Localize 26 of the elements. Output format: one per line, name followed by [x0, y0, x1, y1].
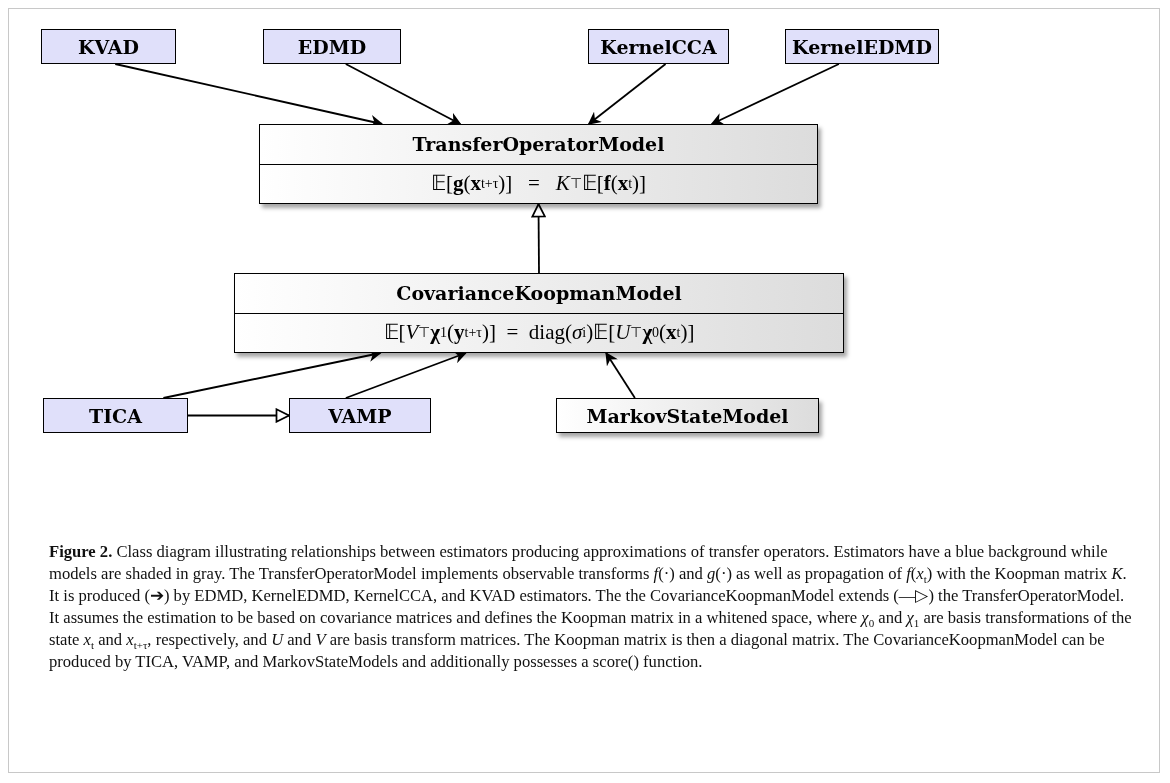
arrow — [344, 351, 467, 399]
arrow — [531, 203, 546, 274]
class-box — [785, 29, 939, 64]
arrow — [344, 63, 462, 125]
class-box — [588, 29, 729, 64]
class-box — [41, 29, 176, 64]
figure-caption: Figure 2. Class diagram illustrating relationships between estimators producing approximations of transfer operators. Estimators have a blue background while models are shaded in gray. The TransferOperatorModel implements observable transforms f(·) and g(·) as well as propagation of f(x$_{t}$) with the Koopman matrix K. It is produced (➔) by EDMD, KernelEDMD, KernelCCA, and KVAD estimators. The the CovarianceKoopmanModel extends (—▷) the TransferOperatorModel. It assumes the estimation to be based on covariance matrices and defines the Koopman matrix in a whitened space, where χ$_{0}$ and χ$_{1}$ are basis transformations of the state x$_{t}$ and x$_{t+τ}$, respectively, and U and V are basis transform matrices. The Koopman matrix is then a diagonal matrix. The CovarianceKoopmanModel can be produced by TICA, VAMP, and MarkovStateModels and additionally possesses a score() function. — [49, 541, 1133, 674]
class-box — [234, 273, 844, 353]
class-name: KernelEDMD — [791, 34, 933, 60]
class-name: CovarianceKoopmanModel — [395, 281, 683, 307]
class-name: TransferOperatorModel — [411, 132, 666, 158]
arrow — [587, 63, 667, 125]
class-box — [263, 29, 401, 64]
class-name: KernelCCA — [599, 34, 718, 60]
class-name: MarkovStateModel — [585, 403, 790, 429]
class-name: KVAD — [77, 34, 140, 60]
class-name: EDMD — [296, 34, 368, 60]
class-box — [289, 398, 431, 433]
arrow — [605, 351, 636, 399]
class-box — [556, 398, 819, 433]
arrow — [710, 63, 840, 125]
class-name: VAMP — [327, 403, 393, 429]
arrow — [187, 408, 290, 423]
class-box — [259, 124, 818, 204]
class-name: TICA — [88, 403, 144, 429]
class-box — [43, 398, 188, 433]
